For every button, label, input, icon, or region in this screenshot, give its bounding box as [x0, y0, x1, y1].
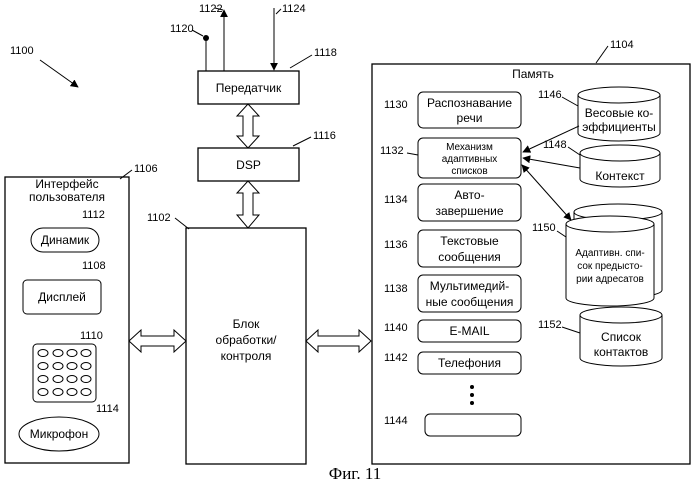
- ref-1104: 1104: [610, 39, 634, 51]
- leader-1104: [596, 46, 608, 63]
- ref-1136: 1136: [384, 239, 408, 251]
- module-label: Телефония: [438, 356, 501, 370]
- microphone-label: Микрофон: [30, 427, 88, 441]
- ref-1142: 1142: [384, 352, 408, 364]
- transmitter-label: Передатчик: [216, 81, 282, 95]
- db-front-top: [566, 216, 654, 232]
- module-label: Авто-: [454, 188, 484, 202]
- dot: [470, 393, 474, 397]
- module-label: Текстовые: [440, 234, 499, 248]
- dsp-label: DSP: [236, 158, 261, 172]
- antenna-group: 1122 1124 1120: [170, 3, 306, 72]
- ref-1144: 1144: [384, 415, 408, 427]
- db-label: эффициенты: [582, 120, 656, 134]
- leader-1102: [175, 218, 189, 229]
- key: [67, 389, 77, 396]
- module-label: речи: [457, 111, 483, 125]
- ref-1132: 1132: [380, 145, 404, 157]
- ref-1150: 1150: [532, 222, 556, 234]
- module-label: завершение: [435, 204, 503, 218]
- key: [53, 376, 63, 383]
- db-label: контактов: [594, 345, 649, 359]
- ref-1116: 1116: [313, 130, 336, 142]
- ui-processor-double-arrow: [129, 330, 186, 352]
- ref-1140: 1140: [384, 322, 408, 334]
- db-label: Контекст: [595, 169, 645, 183]
- key: [81, 376, 91, 383]
- key: [81, 350, 91, 357]
- key: [53, 363, 63, 370]
- dsp-processor-double-arrow: [237, 181, 259, 228]
- module-label: E-MAIL: [449, 324, 489, 338]
- db-label: рии адресатов: [576, 274, 644, 285]
- key: [38, 350, 48, 357]
- module-label: списков: [451, 166, 487, 177]
- key: [67, 376, 77, 383]
- figure-number: 1100: [10, 45, 34, 57]
- db-top: [580, 145, 660, 161]
- ref-1108: 1108: [82, 260, 106, 272]
- ref-1152: 1152: [538, 319, 562, 331]
- db-label: сок предысто-: [577, 261, 643, 272]
- figure-caption: Фиг. 11: [329, 464, 381, 483]
- key: [38, 363, 48, 370]
- key: [67, 363, 77, 370]
- tx-dsp-double-arrow: [237, 104, 259, 148]
- processor-label-2: обработки/: [216, 333, 278, 347]
- ref-1130: 1130: [384, 99, 408, 111]
- ellipsis-dots: [470, 385, 474, 405]
- db-label: Весовые ко-: [585, 106, 654, 120]
- ref-1120: 1120: [170, 23, 194, 35]
- module-label: Механизм: [446, 142, 493, 153]
- key: [67, 350, 77, 357]
- ref-1102: 1102: [147, 212, 171, 224]
- processor-label-1: Блок: [233, 317, 261, 331]
- module-label: ные сообщения: [426, 295, 514, 309]
- leader-1118: [290, 55, 312, 68]
- dot: [470, 401, 474, 405]
- display-label: Дисплей: [38, 290, 86, 304]
- db-label: Адаптивн. спи-: [575, 248, 644, 259]
- keypad-component: [33, 344, 96, 402]
- key: [38, 376, 48, 383]
- dot: [470, 385, 474, 389]
- key: [81, 389, 91, 396]
- key: [53, 389, 63, 396]
- db-label: Список: [601, 330, 642, 344]
- module-label: Распознавание: [427, 96, 512, 110]
- key: [81, 363, 91, 370]
- module-label: сообщения: [438, 250, 501, 264]
- processor-label-3: контроля: [221, 349, 272, 363]
- speaker-label: Динамик: [41, 233, 90, 247]
- key: [53, 350, 63, 357]
- ref-1118: 1118: [314, 47, 337, 59]
- ref-1112: 1112: [82, 209, 105, 221]
- ref-1114: 1114: [96, 403, 119, 415]
- db-top: [580, 307, 662, 323]
- module-box-empty: [425, 414, 521, 436]
- ref-1110: 1110: [80, 330, 103, 342]
- key: [38, 389, 48, 396]
- figure-pointer-arrow: [40, 60, 78, 87]
- ui-title-1: Интерфейс: [35, 177, 98, 191]
- memory-title: Память: [512, 67, 554, 81]
- ref-1134: 1134: [384, 194, 408, 206]
- processor-memory-double-arrow: [306, 330, 371, 352]
- leader-1124: [276, 9, 281, 14]
- ref-1146: 1146: [538, 89, 562, 101]
- module-label: Мультимедий-: [430, 279, 509, 293]
- db-top: [578, 87, 660, 103]
- leader-1116: [293, 137, 311, 146]
- ref-1124: 1124: [282, 3, 306, 15]
- antenna-node: [203, 35, 209, 41]
- ref-1138: 1138: [384, 283, 408, 295]
- ui-title-2: пользователя: [29, 190, 105, 204]
- ref-1106: 1106: [134, 163, 158, 175]
- module-label: адаптивных: [442, 154, 498, 165]
